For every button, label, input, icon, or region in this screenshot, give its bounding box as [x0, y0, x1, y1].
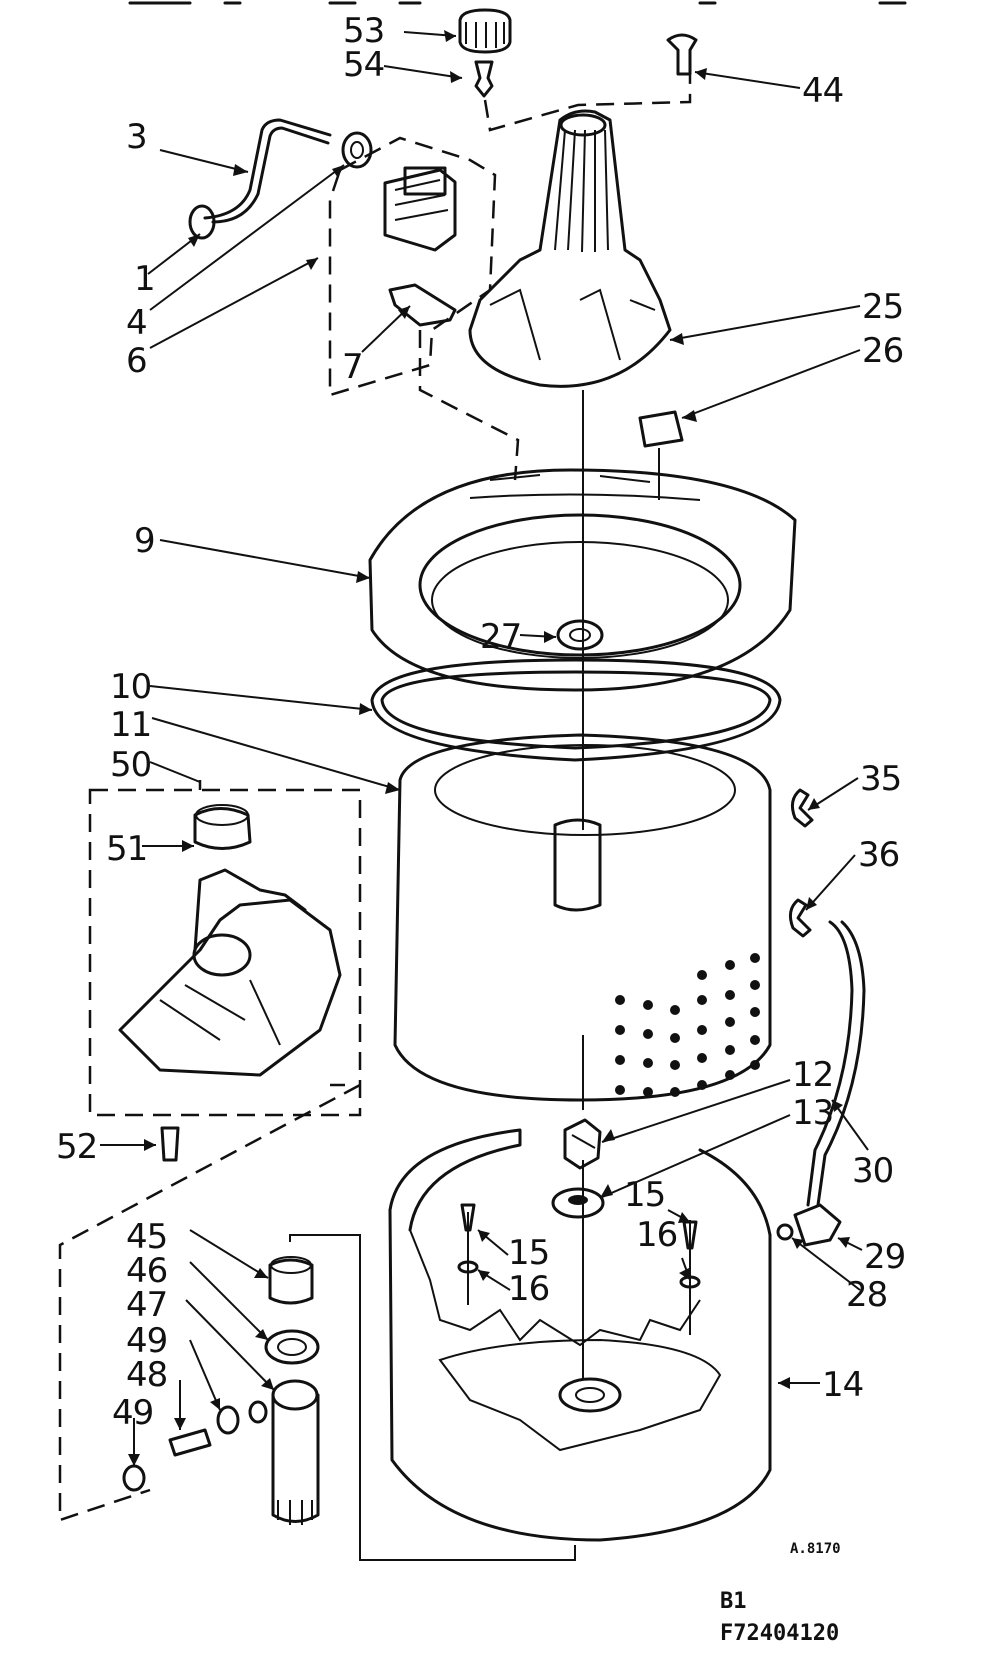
- label-47: 47: [126, 1285, 167, 1325]
- label-36: 36: [858, 835, 899, 875]
- part-48-pin: [168, 1428, 212, 1457]
- part-51-pump-cap: [193, 804, 252, 850]
- label-4: 4: [126, 303, 147, 343]
- part-54-screw: [474, 60, 494, 98]
- part-10-gasket: [370, 658, 782, 762]
- label-25: 25: [862, 287, 903, 327]
- label-15-left: 15: [508, 1233, 549, 1273]
- label-29: 29: [864, 1237, 905, 1277]
- part-14-outer-tub: [388, 1128, 772, 1542]
- part-13-seal: [551, 1187, 605, 1219]
- part-3-tube: [203, 118, 332, 224]
- label-44: 44: [802, 71, 843, 111]
- part-15-16-fasteners: [457, 1203, 701, 1289]
- label-11: 11: [110, 705, 151, 745]
- label-3: 3: [126, 117, 147, 157]
- part-46-washer: [264, 1329, 320, 1365]
- part-44-bolt: [666, 33, 698, 76]
- label-7: 7: [342, 347, 363, 387]
- label-27: 27: [480, 617, 521, 657]
- label-1: 1: [134, 259, 155, 299]
- label-46: 46: [126, 1251, 167, 1291]
- part-52-screw: [160, 1126, 180, 1162]
- part-53-agitator-cap: [458, 8, 512, 54]
- part-1-clamp: [188, 204, 216, 240]
- part-47-fitting-tube: [271, 1379, 320, 1525]
- part-36-clip: [788, 898, 812, 938]
- basket-perforations: [615, 953, 760, 1097]
- label-54: 54: [343, 45, 384, 85]
- part-7-clip: [388, 283, 457, 327]
- label-9: 9: [134, 521, 155, 561]
- label-49-upper: 49: [126, 1321, 167, 1361]
- label-28: 28: [846, 1275, 887, 1315]
- part-9-tub-ring: [368, 468, 797, 692]
- leader-lines: [100, 30, 869, 1466]
- part-26-filter: [638, 410, 684, 448]
- label-35: 35: [860, 759, 901, 799]
- label-45: 45: [126, 1217, 167, 1257]
- label-16-left: 16: [508, 1269, 549, 1309]
- art-code: A.8170: [790, 1541, 841, 1557]
- part-6-switch-assembly: [328, 136, 497, 397]
- sheet-code: B1: [720, 1589, 747, 1614]
- label-30: 30: [852, 1151, 893, 1191]
- label-15-right: 15: [624, 1175, 665, 1215]
- label-48: 48: [126, 1355, 167, 1395]
- label-51: 51: [106, 829, 147, 869]
- part-12-nut: [563, 1118, 602, 1170]
- label-26: 26: [862, 331, 903, 371]
- label-52: 52: [56, 1127, 97, 1167]
- label-14: 14: [822, 1365, 863, 1405]
- part-30-hose: [806, 920, 866, 1207]
- label-12: 12: [792, 1055, 833, 1095]
- part-25-agitator: [468, 109, 672, 388]
- part-11-spin-basket: [393, 733, 772, 1102]
- part-4-grommet: [341, 131, 373, 169]
- label-50: 50: [110, 745, 151, 785]
- model-number: F72404120: [720, 1621, 839, 1646]
- label-10: 10: [110, 667, 151, 707]
- label-16-right: 16: [636, 1215, 677, 1255]
- part-45-coupling: [268, 1256, 314, 1305]
- label-49-lower: 49: [112, 1393, 153, 1433]
- part-labels: 53 54 44 3 1 4 6 7 25 26 9 27 10 11 50 5…: [56, 11, 906, 1433]
- part-50-pump-assembly: [88, 788, 362, 1117]
- part-35-clip: [790, 788, 814, 828]
- part-28-clamp: [776, 1223, 794, 1241]
- assembly-lines: [58, 75, 692, 1561]
- label-53: 53: [343, 11, 384, 51]
- part-29-hose-connector: [793, 1203, 842, 1247]
- label-6: 6: [126, 341, 147, 381]
- label-13: 13: [792, 1093, 833, 1133]
